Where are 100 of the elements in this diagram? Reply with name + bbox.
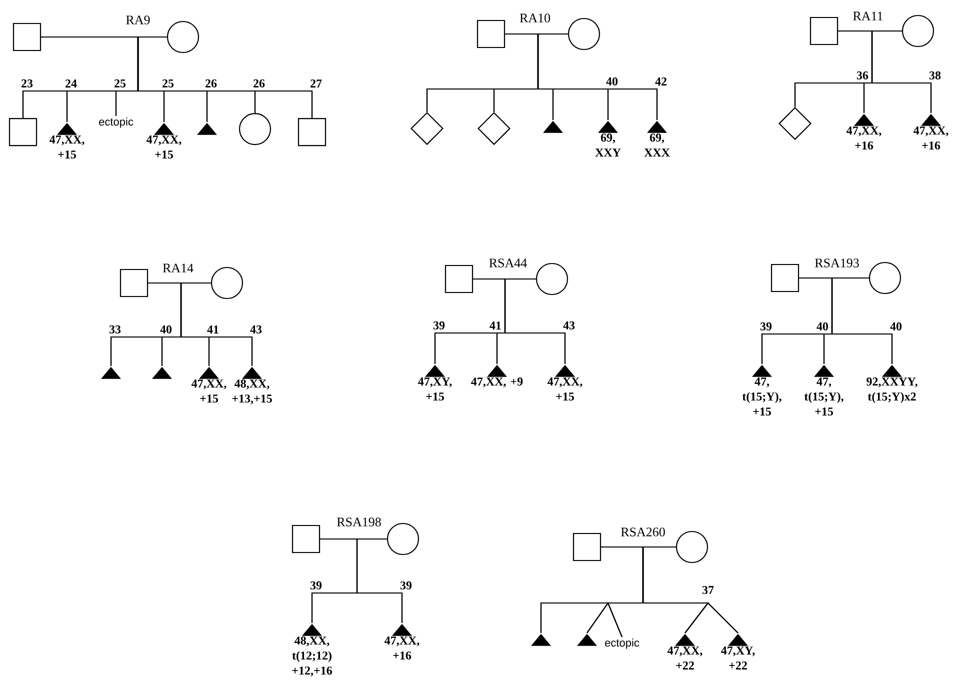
karyotype-label: 47,XX, +16 bbox=[846, 126, 882, 150]
karyotype-label: 47,XX, +9 bbox=[471, 378, 523, 388]
pedigree-line bbox=[356, 538, 403, 623]
family-label: RA10 bbox=[520, 14, 550, 22]
age-label: 41 bbox=[207, 326, 218, 334]
triangle-symbol bbox=[531, 634, 551, 646]
triangle-symbol bbox=[425, 364, 445, 377]
triangle-symbol bbox=[598, 120, 618, 133]
triangle-symbol bbox=[882, 364, 902, 377]
triangle-symbol bbox=[242, 366, 262, 379]
karyotype-label: 47,XX, +15 bbox=[548, 378, 582, 401]
age-label: 27 bbox=[310, 80, 322, 88]
ectopic-label: ectopic bbox=[99, 118, 134, 128]
age-label: 26 bbox=[254, 79, 265, 88]
circle-symbol bbox=[166, 20, 200, 54]
pedigree-line bbox=[180, 282, 253, 366]
triangle-symbol bbox=[921, 114, 941, 126]
karyotype-label: 48,XX, +13,+15 bbox=[232, 380, 272, 404]
age-label: 40 bbox=[816, 322, 828, 330]
triangle-symbol bbox=[854, 114, 874, 126]
triangle-symbol bbox=[199, 366, 219, 379]
pedigree-line bbox=[642, 546, 738, 634]
square-symbol bbox=[120, 268, 148, 298]
triangle-symbol bbox=[543, 120, 563, 133]
age-label: 23 bbox=[22, 79, 33, 88]
age-label: 41 bbox=[490, 322, 501, 330]
triangle-symbol bbox=[577, 634, 597, 646]
triangle-symbol bbox=[152, 366, 172, 379]
pedigree-line bbox=[504, 278, 566, 364]
karyotype-label: 69, XXY bbox=[595, 134, 621, 156]
family-label: RSA260 bbox=[621, 528, 665, 536]
age-label: 40 bbox=[606, 77, 618, 86]
square-symbol bbox=[572, 532, 602, 562]
age-label: 36 bbox=[856, 71, 868, 80]
karyotype-label: 47,XY, +15 bbox=[418, 378, 452, 401]
age-label: 40 bbox=[890, 322, 902, 330]
circle-symbol bbox=[868, 262, 902, 294]
family-label: RA11 bbox=[853, 12, 883, 20]
age-label: 39 bbox=[433, 321, 445, 330]
age-label: 43 bbox=[563, 321, 575, 330]
family-label: RSA193 bbox=[815, 258, 859, 268]
circle-symbol bbox=[386, 522, 420, 556]
karyotype-label: 47,XX, +15 bbox=[146, 136, 182, 159]
pedigree-line bbox=[537, 33, 658, 120]
circle-symbol bbox=[676, 530, 708, 564]
ectopic-label: ectopic bbox=[605, 638, 640, 649]
triangle-symbol bbox=[647, 120, 667, 133]
age-label: 37 bbox=[702, 586, 714, 594]
square-symbol bbox=[8, 118, 38, 146]
family-label: RA9 bbox=[126, 16, 150, 24]
karyotype-label: 48,XX, t(12;12) +12,+16 bbox=[292, 636, 332, 676]
karyotype-label: 47,XX, +22 bbox=[668, 646, 702, 670]
pedigree-line bbox=[831, 277, 893, 364]
family-label: RSA44 bbox=[489, 258, 527, 268]
square-symbol bbox=[444, 264, 474, 294]
age-label: 25 bbox=[162, 79, 174, 88]
triangle-symbol bbox=[154, 122, 174, 135]
circle-symbol bbox=[210, 266, 244, 300]
triangle-symbol bbox=[392, 624, 412, 636]
age-label: 33 bbox=[109, 325, 121, 334]
karyotype-label: 47, t(15;Y), +15 bbox=[804, 378, 844, 416]
karyotype-label: 47,XX, +15 bbox=[50, 136, 84, 159]
square-symbol bbox=[298, 118, 326, 146]
square-symbol bbox=[12, 22, 42, 52]
triangle-symbol bbox=[814, 364, 834, 377]
karyotype-label: 47,XX, +15 bbox=[192, 380, 226, 403]
karyotype-label: 47,XY, +22 bbox=[721, 646, 755, 670]
family-label: RA14 bbox=[162, 264, 194, 272]
triangle-symbol bbox=[57, 122, 77, 135]
circle-symbol bbox=[568, 18, 600, 50]
age-label: 39 bbox=[310, 581, 322, 590]
age-label: 39 bbox=[400, 581, 412, 590]
karyotype-label: 92,XXYY, t(15;Y)x2 bbox=[866, 378, 918, 404]
square-symbol bbox=[476, 20, 506, 48]
pedigree-line bbox=[871, 30, 932, 113]
age-label: 43 bbox=[250, 325, 262, 334]
age-label: 42 bbox=[655, 78, 666, 86]
circle-symbol bbox=[536, 262, 568, 296]
triangle-symbol bbox=[728, 634, 748, 646]
triangle-symbol bbox=[302, 624, 322, 636]
triangle-symbol bbox=[555, 364, 575, 377]
square-symbol bbox=[810, 16, 838, 46]
square-symbol bbox=[292, 524, 320, 554]
age-label: 26 bbox=[206, 79, 217, 88]
age-label: 38 bbox=[929, 71, 941, 80]
pedigree-line bbox=[137, 36, 313, 118]
square-symbol bbox=[770, 264, 800, 292]
age-label: 39 bbox=[760, 322, 772, 330]
age-label: 24 bbox=[66, 80, 77, 88]
circle-symbol bbox=[902, 14, 934, 48]
age-label: 40 bbox=[160, 325, 172, 334]
karyotype-label: 47,XX, +16 bbox=[384, 636, 420, 660]
triangle-symbol bbox=[197, 122, 217, 135]
triangle-symbol bbox=[101, 366, 121, 379]
karyotype-label: 47,XX, +16 bbox=[914, 126, 948, 150]
triangle-symbol bbox=[675, 634, 695, 646]
circle-symbol bbox=[238, 113, 272, 146]
triangle-symbol bbox=[752, 364, 772, 377]
family-label: RSA198 bbox=[337, 518, 381, 526]
karyotype-label: 69, XXX bbox=[644, 134, 670, 156]
